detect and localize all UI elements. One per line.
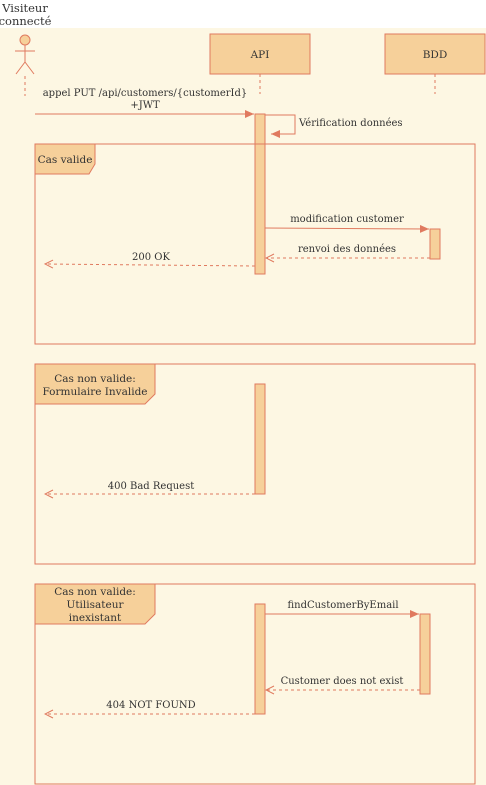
request-label-line1: appel PUT /api/customers/{customerId} — [43, 88, 248, 99]
fragment-title-tab — [34, 143, 96, 175]
bdd-participant: BDD — [384, 33, 486, 94]
visitor-actor: Visiteur connecté — [0, 1, 52, 96]
find-customer-label: findCustomerByEmail — [287, 600, 398, 611]
modification-label: modification customer — [290, 214, 404, 225]
fragment-title-line2: Formulaire Invalide — [42, 386, 147, 398]
bdd-activation-1 — [429, 228, 441, 260]
verification-arrow — [265, 114, 296, 138]
visitor-label-line2: connecté — [0, 14, 52, 28]
ok-arrow — [45, 264, 256, 266]
bad-request-label: 400 Bad Request — [108, 481, 195, 492]
request-label-line2: +JWT — [130, 100, 160, 111]
fragment-utilisateur-inexistant: Cas non valide: Utilisateur inexistant f… — [34, 583, 476, 785]
fragment-title-line1: Cas non valide: — [54, 586, 136, 598]
stick-figure-icon — [15, 34, 35, 75]
ok-label: 200 OK — [132, 252, 170, 263]
fragment-title-line3: inexistant — [69, 612, 122, 624]
fragment-cas-valide: Cas valide modification customer renvoi … — [34, 143, 476, 345]
verification-label: Vérification données — [298, 118, 403, 129]
fragment-title: Cas valide — [38, 154, 93, 166]
verification-message: Vérification données — [265, 114, 403, 138]
api-participant: API — [209, 33, 311, 94]
renvoi-label: renvoi des données — [298, 244, 396, 255]
bdd-label: BDD — [423, 49, 448, 61]
api-activation-main — [254, 113, 266, 275]
api-activation-3 — [254, 603, 266, 715]
api-label: API — [250, 49, 270, 61]
fragment-frame — [34, 363, 476, 565]
api-box — [209, 33, 311, 75]
bdd-box — [384, 33, 486, 75]
not-found-label: 404 NOT FOUND — [106, 700, 195, 711]
fragment-frame — [34, 583, 476, 785]
fragment-frame — [34, 143, 476, 345]
fragment-title-tab — [34, 583, 156, 625]
request-message: appel PUT /api/customers/{customerId} +J… — [35, 88, 254, 118]
fragment-title-line1: Cas non valide: — [54, 373, 136, 385]
not-exist-label: Customer does not exist — [281, 676, 404, 687]
diagram-background — [0, 28, 486, 785]
fragment-title-line2: Utilisateur — [66, 599, 124, 611]
api-activation-2 — [254, 383, 266, 495]
modification-arrow — [264, 224, 430, 233]
visitor-label-line1: Visiteur — [1, 1, 48, 15]
fragment-title-tab — [34, 363, 156, 405]
bdd-activation-2 — [419, 613, 431, 695]
fragment-formulaire-invalide: Cas non valide: Formulaire Invalide 400 … — [34, 363, 476, 565]
